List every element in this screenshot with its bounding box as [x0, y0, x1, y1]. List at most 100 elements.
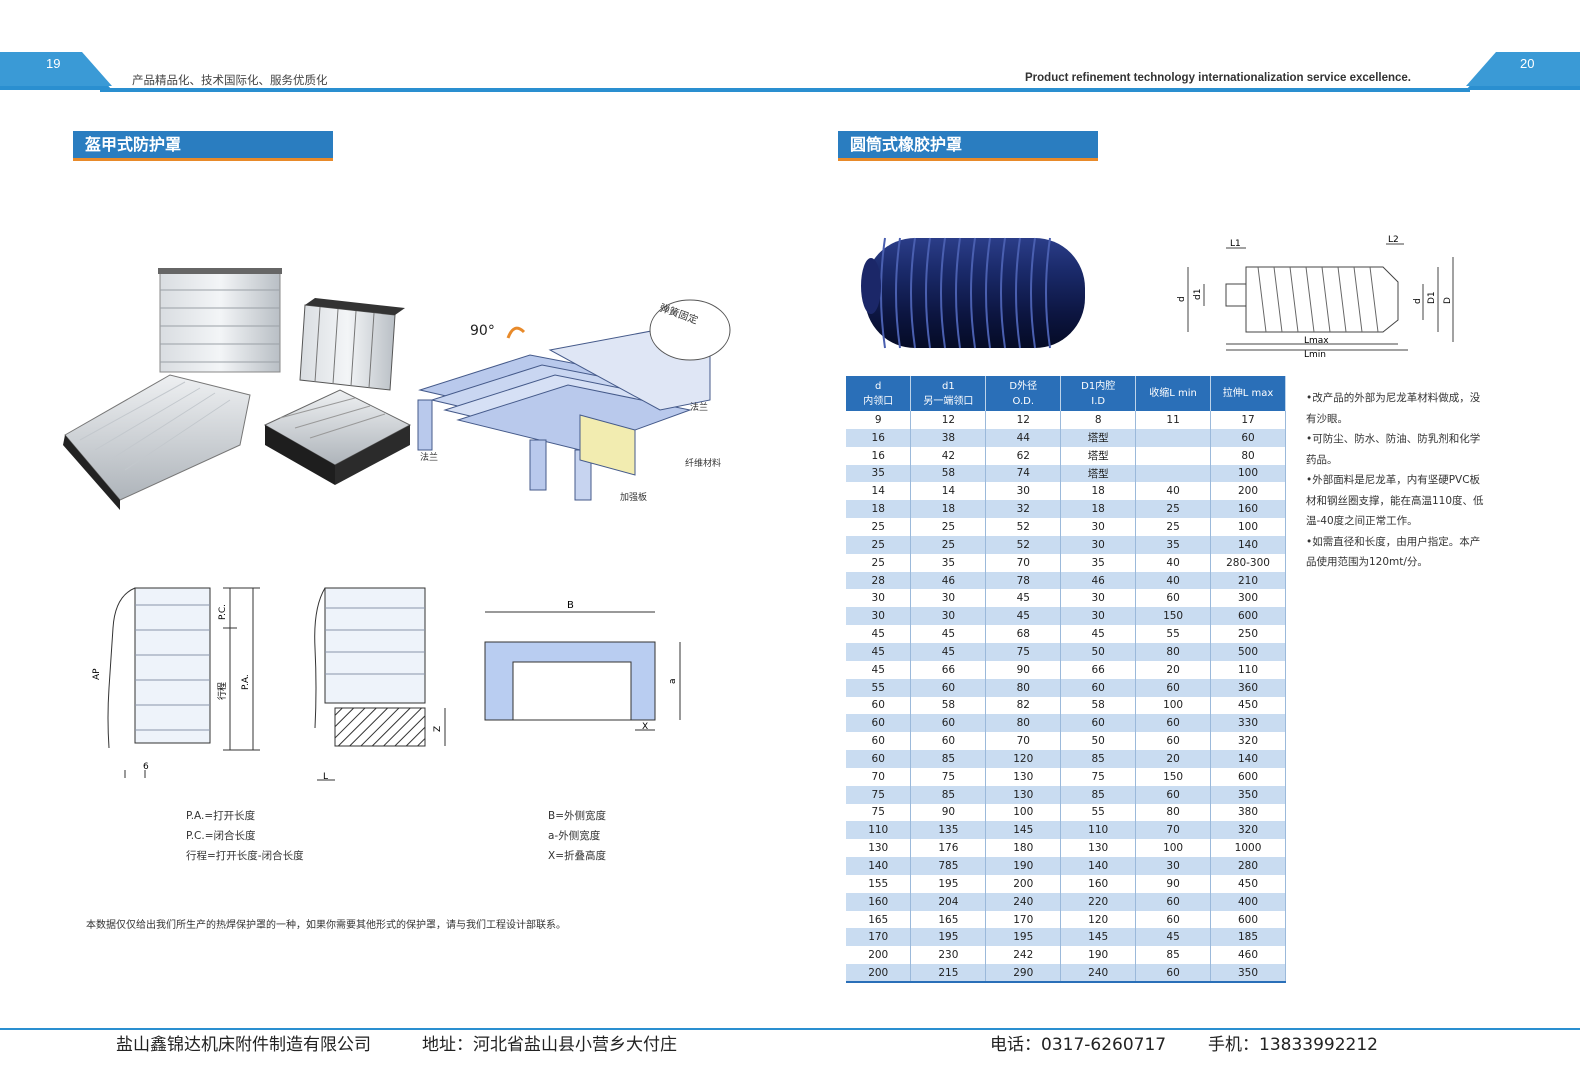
- table-cell: 280-300: [1210, 553, 1286, 572]
- label-Lmin: Lmin: [1304, 350, 1326, 360]
- col-header-lmax: 拉伸L max: [1210, 376, 1286, 411]
- page-number-right: 20: [1520, 56, 1535, 71]
- table-cell: 30: [1060, 518, 1137, 536]
- table-cell: 35: [910, 553, 987, 572]
- table-cell: 44: [985, 428, 1062, 447]
- legend-right: B=外侧宽度 a-外侧宽度 X=折叠高度: [548, 806, 606, 866]
- table-cell: 240: [1060, 964, 1137, 983]
- table-cell: 30: [910, 589, 987, 608]
- table-cell: 320: [1210, 732, 1286, 751]
- table-cell: 78: [985, 571, 1062, 590]
- table-cell: 60: [1135, 589, 1212, 608]
- table-cell: 176: [910, 839, 987, 858]
- table-cell: 75: [846, 803, 912, 822]
- photo-side-cover: [299, 298, 405, 391]
- table-cell: 60: [1135, 910, 1212, 929]
- table-cell: 30: [846, 607, 912, 626]
- table-cell: 52: [985, 518, 1062, 536]
- table-cell: 16: [846, 446, 912, 465]
- table-cell: 185: [1210, 928, 1286, 947]
- footer-company: 盐山鑫锦达机床附件制造有限公司: [116, 1035, 371, 1055]
- table-cell: 14: [910, 482, 987, 501]
- table-cell: 1000: [1210, 839, 1286, 858]
- table-cell: 215: [910, 964, 987, 983]
- drawing-z-height: [314, 587, 446, 781]
- table-cell: 46: [1060, 571, 1137, 590]
- table-cell: 60: [1135, 892, 1212, 911]
- table-cell: 600: [1210, 607, 1286, 626]
- table-cell: 塔型: [1060, 464, 1137, 483]
- legend-item: X=折叠高度: [548, 850, 606, 862]
- table-cell: 74: [985, 464, 1062, 483]
- table-cell: 45: [910, 625, 987, 643]
- label-L2: L2: [1388, 235, 1399, 245]
- table-cell: 60: [1135, 714, 1212, 733]
- table-cell: 58: [910, 464, 987, 483]
- table-cell: 60: [1135, 785, 1212, 804]
- spring-detail-circle: [649, 299, 731, 361]
- table-cell: 80: [1135, 803, 1212, 822]
- label-six: 6: [143, 762, 149, 772]
- table-cell: 25: [910, 518, 987, 536]
- disclaimer-note: 本数据仅仅给出我们所生产的热焊保护罩的一种，如果你需要其他形式的保护罩，请与我们…: [86, 920, 566, 931]
- table-cell: 35: [1060, 553, 1137, 572]
- table-cell: 17: [1210, 411, 1286, 429]
- table-cell: 130: [985, 767, 1062, 786]
- table-cell: 75: [910, 767, 987, 786]
- table-cell: 45: [1060, 625, 1137, 643]
- table-cell: 450: [1210, 874, 1286, 893]
- table-cell: 90: [985, 660, 1062, 679]
- table-cell: 45: [846, 642, 912, 661]
- table-cell: 45: [846, 660, 912, 679]
- table-cell: 100: [1135, 839, 1212, 858]
- table-cell: 145: [985, 821, 1062, 840]
- page-number-left: 19: [46, 56, 61, 71]
- table-cell: 25: [1135, 500, 1212, 519]
- label-flange2: 法兰: [420, 451, 438, 463]
- table-cell: 204: [910, 892, 987, 911]
- table-cell: 40: [1135, 553, 1212, 572]
- label-D1: D1: [1427, 291, 1437, 304]
- table-cell: 80: [1210, 446, 1286, 465]
- table-cell: 160: [1210, 500, 1286, 519]
- table-cell: 11: [1135, 411, 1212, 429]
- label-stroke: 行程: [216, 682, 228, 700]
- table-cell: 60: [1135, 964, 1212, 983]
- table-cell: 195: [985, 928, 1062, 947]
- label-L1: L1: [1230, 239, 1241, 249]
- table-cell: 290: [985, 964, 1062, 983]
- table-cell: 460: [1210, 946, 1286, 965]
- table-cell: 150: [1135, 607, 1212, 626]
- table-cell: 25: [846, 553, 912, 572]
- drawing-section: [484, 611, 681, 731]
- label-pa: P.A.: [241, 674, 251, 690]
- label-ap: AP: [92, 668, 102, 680]
- footer-phone: 电话：0317-6260717: [990, 1035, 1167, 1055]
- table-cell: 135: [910, 821, 987, 840]
- rotate-arrow-icon: [506, 326, 526, 339]
- table-cell: 220: [1060, 892, 1137, 911]
- table-cell: 60: [1135, 678, 1212, 697]
- legend-item: P.A.=打开长度: [186, 810, 256, 822]
- page-header: 19 20 产品精品化、技术国际化、服务优质化 Product refineme…: [0, 0, 1580, 100]
- table-cell: 25: [910, 535, 987, 554]
- table-cell: 100: [1135, 696, 1212, 715]
- table-cell: 140: [1210, 750, 1286, 768]
- table-cell: 130: [846, 839, 912, 858]
- legend-item: 行程=打开长度-闭合长度: [186, 850, 304, 862]
- table-cell: 330: [1210, 714, 1286, 733]
- table-cell: 38: [910, 428, 987, 447]
